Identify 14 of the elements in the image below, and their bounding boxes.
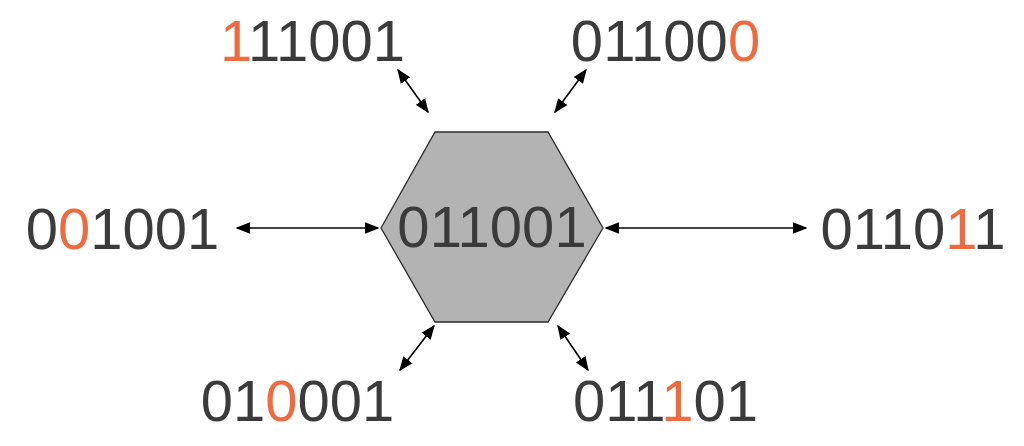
double-arrow (557, 324, 589, 372)
double-arrow (604, 222, 808, 234)
binary-code: 011001 (397, 198, 587, 256)
binary-code: 010001 (200, 372, 395, 430)
hexagon-node (380, 131, 604, 323)
binary-code: 011000 (570, 12, 761, 70)
double-arrow (397, 68, 429, 114)
double-arrow (235, 222, 380, 234)
binary-code: 111001 (220, 12, 405, 70)
binary-code: 011101 (573, 372, 758, 430)
binary-code: 011011 (820, 200, 1006, 258)
double-arrow (554, 68, 587, 114)
double-arrow (399, 324, 435, 372)
binary-code: 001001 (25, 200, 220, 258)
